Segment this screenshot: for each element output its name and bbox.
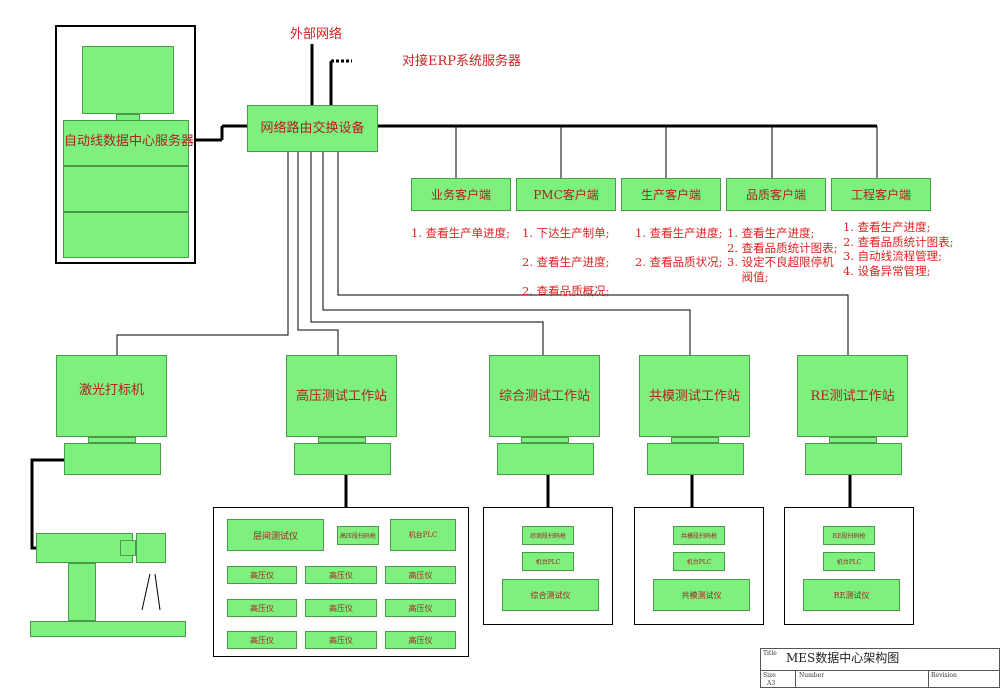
re-tester: RE测试仪: [803, 579, 900, 611]
marker-machine-body: [36, 533, 133, 563]
client-production-label: 生产客户端: [640, 188, 701, 202]
station-combo-stand: [521, 437, 569, 443]
client-pmc-items: 1. 下达生产制单; 2. 查看生产进度; 2. 查看品质概况;: [522, 226, 610, 298]
client-engineering: 工程客户端: [831, 178, 931, 211]
title-block-divider: [795, 670, 796, 688]
station-re-base: [805, 443, 902, 475]
hv-unit: 高压仪: [305, 566, 377, 584]
hv-unit: 高压仪: [385, 631, 456, 649]
station-re-stand: [829, 437, 877, 443]
client-engineering-items: 1. 查看生产进度; 2. 查看品质统计图表; 3. 自动线流程管理; 4. 设…: [843, 220, 954, 278]
combo-scanner: 综测段扫码枪: [522, 526, 574, 545]
station-common-mode-base: [647, 443, 744, 475]
hv-unit: 高压仪: [227, 631, 297, 649]
size-caption: Size: [763, 672, 776, 679]
client-business: 业务客户端: [411, 178, 511, 211]
hv-unit: 高压仪: [227, 566, 297, 584]
hv-unit: 高压仪: [385, 566, 456, 584]
combo-plc: 机台PLC: [522, 552, 574, 571]
combo-tester: 综合测试仪: [502, 579, 599, 611]
marker-machine-head: [136, 533, 166, 563]
number-caption: Number: [799, 672, 825, 679]
hv-unit: 高压仪: [385, 599, 456, 617]
station-laser-stand: [88, 437, 136, 443]
client-engineering-label: 工程客户端: [850, 188, 911, 202]
hv-scanner: 高压段扫码枪: [337, 526, 379, 545]
cm-tester: 共模测试仪: [653, 579, 750, 611]
hv-plc: 机台PLC: [390, 519, 456, 551]
diagram-title: MES数据中心架构图: [786, 651, 900, 665]
server-unit-top: 自动线数据中心服务器: [63, 120, 195, 166]
station-high-voltage-base: [294, 443, 391, 475]
station-combo-label: 综合测试工作站: [498, 389, 590, 404]
revision-caption: Revision: [931, 672, 957, 679]
re-plc: 机台PLC: [823, 552, 875, 571]
hv-unit: 高压仪: [227, 599, 297, 617]
client-business-label: 业务客户端: [430, 188, 491, 202]
client-business-items: 1. 查看生产单进度;: [411, 226, 511, 240]
title-block-divider: [760, 670, 1000, 671]
erp-server-label: 对接ERP系统服务器: [402, 54, 522, 69]
title-caption: Title: [763, 650, 777, 657]
station-laser: 激光打标机: [56, 355, 167, 437]
re-scanner: RE段扫码枪: [823, 526, 875, 545]
hv-unit: 高压仪: [305, 599, 377, 617]
size-value: A3: [767, 680, 776, 687]
station-laser-label: 激光打标机: [78, 383, 144, 398]
station-high-voltage: 高压测试工作站: [286, 355, 397, 437]
station-common-mode-label: 共模测试工作站: [648, 389, 740, 404]
marker-machine-column: [68, 563, 96, 621]
client-production-items: 1. 查看生产进度; 2. 查看品质状况;: [635, 226, 723, 269]
station-common-mode: 共模测试工作站: [639, 355, 750, 437]
station-high-voltage-stand: [318, 437, 366, 443]
station-combo: 综合测试工作站: [489, 355, 600, 437]
server-unit-bottom: [63, 212, 189, 258]
station-common-mode-stand: [671, 437, 719, 443]
router-label: 网络路由交换设备: [260, 121, 365, 136]
station-high-voltage-label: 高压测试工作站: [295, 389, 387, 404]
client-pmc-label: PMC客户端: [533, 188, 599, 202]
server-label: 自动线数据中心服务器: [64, 134, 195, 149]
server-unit-middle: [63, 166, 189, 212]
client-pmc: PMC客户端: [516, 178, 616, 211]
title-block-divider: [928, 670, 929, 688]
station-laser-base: [64, 443, 161, 475]
client-quality: 品质客户端: [726, 178, 826, 211]
client-production: 生产客户端: [621, 178, 721, 211]
external-network-label: 外部网络: [290, 27, 343, 42]
cm-scanner: 共模段扫码枪: [673, 526, 725, 545]
marker-machine-base: [30, 621, 186, 637]
hv-unit: 高压仪: [305, 631, 377, 649]
client-quality-label: 品质客户端: [745, 188, 806, 202]
client-quality-items: 1. 查看生产进度; 2. 查看品质统计图表; 3. 设定不良超限停机 阀值;: [727, 226, 838, 284]
hv-interlayer-tester: 层间测试仪: [227, 519, 324, 551]
station-combo-base: [497, 443, 594, 475]
server-monitor: [82, 46, 174, 114]
marker-machine-neck: [120, 540, 136, 556]
router-box: 网络路由交换设备: [247, 105, 378, 152]
cm-plc: 机台PLC: [673, 552, 725, 571]
station-re: RE测试工作站: [797, 355, 908, 437]
station-re-label: RE测试工作站: [810, 389, 895, 404]
